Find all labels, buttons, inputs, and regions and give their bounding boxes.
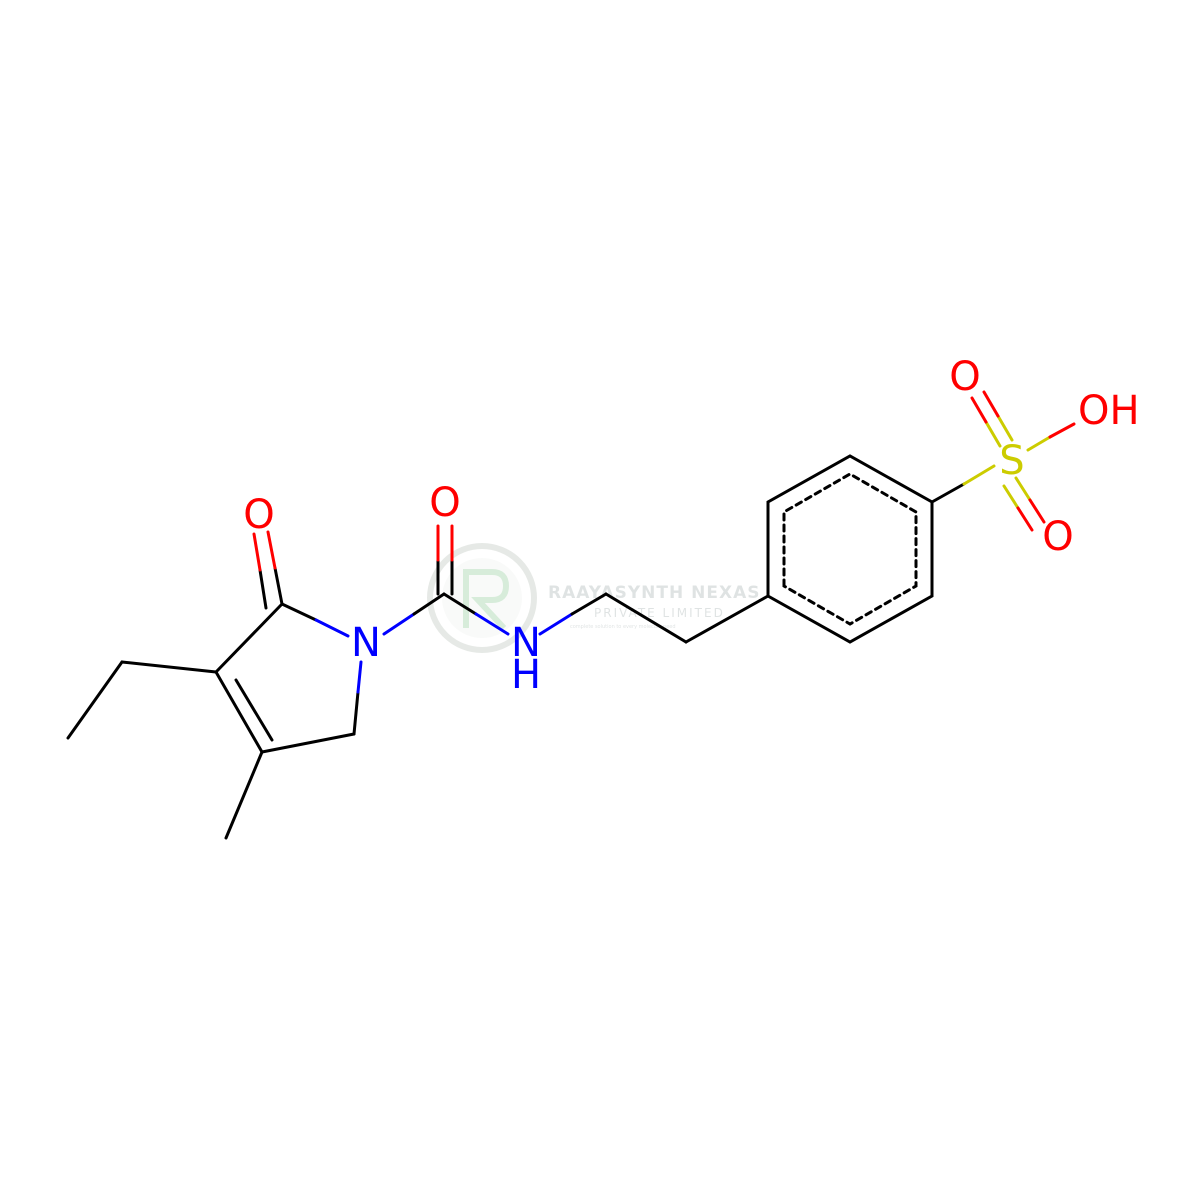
bond-nh-ch2 — [570, 592, 608, 616]
watermark-tagline: complete solution to every molecule need — [570, 624, 676, 630]
bond-ketone-2-red — [252, 532, 262, 572]
atom-sulfonyl-oxygen-top: O — [949, 354, 980, 400]
bond-so-top-2-red — [982, 390, 1000, 418]
bond-so-bottom-1-yellow — [1014, 476, 1032, 502]
watermark-title: RAAYASYNTH NEXAS — [548, 583, 761, 603]
bond-aryl-s-yellow — [962, 464, 996, 486]
bond-nh-ch2-blue — [538, 612, 574, 636]
watermark-logo-mark — [463, 569, 510, 631]
watermark-subtitle: PRIVATE LIMITED — [594, 606, 725, 620]
bond-so-top-2-yellow — [996, 414, 1014, 442]
benzene-aromatic-inner — [782, 472, 918, 626]
bond-ring-c5-n — [352, 690, 360, 736]
bond-n-carbonyl — [412, 592, 446, 616]
atom-ring-nitrogen: N — [351, 620, 381, 666]
benzene-ring — [766, 454, 934, 644]
bond-ring-c2-n — [280, 602, 318, 622]
bond-ring-c3-c2 — [214, 602, 284, 674]
bond-ketone-1 — [273, 566, 284, 606]
bond-ch2-ch2 — [604, 592, 688, 644]
bond-so-bottom-2-red — [1016, 506, 1034, 532]
bond-aryl-s — [930, 482, 966, 504]
bond-s-oh-yellow — [1026, 435, 1052, 452]
bond-ethyl-ch2 — [120, 660, 218, 674]
atom-amide-hydrogen: H — [511, 652, 541, 698]
bond-so-top-1-yellow — [984, 420, 1002, 448]
bond-ring-c3-c4 — [214, 670, 264, 754]
bond-ring-c5-n-blue — [356, 660, 363, 694]
bond-so-bottom-1-red — [1028, 498, 1046, 524]
bond-ch2-aryl — [684, 594, 770, 644]
bond-ring-c2-n-blue — [314, 618, 350, 638]
watermark: RAAYASYNTH NEXAS PRIVATE LIMITED complet… — [427, 543, 761, 653]
bond-n-carbonyl-blue — [382, 612, 416, 636]
bond-s-oh-red — [1048, 422, 1076, 439]
watermark-logo-circle — [427, 543, 537, 653]
bond-ketone-1-red — [266, 530, 277, 570]
bond-ring-c4-c5 — [260, 732, 356, 754]
bonds — [66, 390, 1076, 840]
bond-ethyl-ch3 — [66, 660, 124, 740]
watermark-logo-inner — [442, 558, 522, 638]
atom-hydroxyl: OH — [1078, 388, 1140, 434]
bond-ketone-2 — [258, 568, 268, 610]
bond-methyl — [224, 750, 264, 840]
atom-sulfur: S — [999, 438, 1024, 484]
bond-ring-c3-c4-double — [234, 678, 274, 742]
atom-sulfonyl-oxygen-bottom: O — [1042, 514, 1073, 560]
bond-so-bottom-2-yellow — [1002, 484, 1020, 510]
atom-carbonyl-oxygen: O — [429, 480, 460, 526]
atom-amide-nitrogen: N — [511, 620, 541, 666]
bond-carbonyl-nh — [442, 592, 478, 616]
bond-carbonyl-nh-blue — [474, 612, 510, 636]
atom-labels: O N O N H S O O OH — [243, 354, 1139, 698]
bond-so-top-1-red — [970, 396, 988, 424]
atom-ketone-oxygen: O — [243, 492, 274, 538]
